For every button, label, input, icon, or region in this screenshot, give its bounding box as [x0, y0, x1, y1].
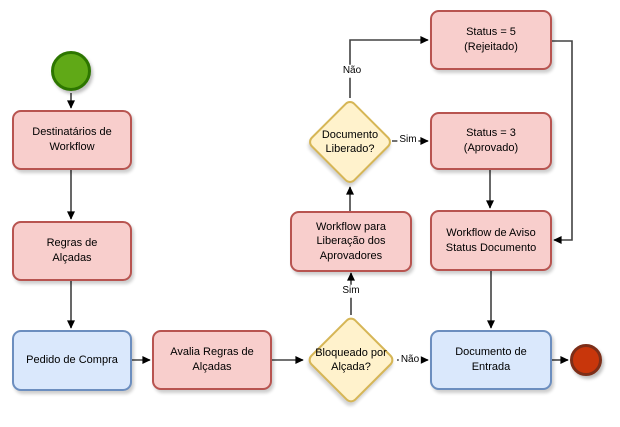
node-label: Workflow para Liberação dos Aprovadores — [315, 220, 387, 262]
edge-label-nao-bloqueado: Não — [398, 353, 422, 367]
task-regras-de-alcadas: Regras de Alçadas — [12, 221, 132, 281]
node-label: Documento Liberado? — [321, 128, 379, 155]
decision-documento-liberado: Documento Liberado? — [306, 98, 394, 186]
node-label: Avalia Regras de Alçadas — [170, 346, 254, 373]
end-event — [570, 344, 602, 376]
node-label: Pedido de Compra — [26, 354, 118, 367]
task-avalia-regras-de-alcadas: Avalia Regras de Alçadas — [152, 330, 272, 390]
edge-label-sim-bloqueado: Sim — [340, 284, 362, 298]
node-label: Status = 3 (Aprovado) — [463, 127, 519, 154]
node-label: Documento de Entrada — [455, 346, 527, 373]
decision-bloqueado-por-alcada: Bloqueado por Alçada? — [305, 314, 397, 406]
task-workflow-para-liberacao-aprovadores: Workflow para Liberação dos Aprovadores — [290, 211, 412, 272]
node-label: Destinatários de Workflow — [32, 126, 112, 153]
task-status-5-rejeitado: Status = 5 (Rejeitado) — [430, 10, 552, 70]
edge-label-nao-liberado: Não — [340, 64, 364, 78]
edge-documento-liberado-nao-to-status5 — [349, 36, 429, 98]
node-label: Status = 5 (Rejeitado) — [464, 26, 518, 53]
node-label: Regras de Alçadas — [46, 237, 98, 264]
node-label: Bloqueado por Alçada? — [315, 346, 387, 373]
data-pedido-de-compra: Pedido de Compra — [12, 330, 132, 391]
task-status-3-aprovado: Status = 3 (Aprovado) — [430, 112, 552, 170]
node-label: Workflow de Aviso Status Documento — [445, 226, 537, 254]
edge-status5-to-workflow-aviso — [552, 40, 573, 244]
task-destinatarios-de-workflow: Destinatários de Workflow — [12, 110, 132, 170]
edge-label-sim-liberado: Sim — [397, 133, 419, 147]
data-documento-de-entrada: Documento de Entrada — [430, 330, 552, 390]
start-event — [51, 51, 91, 91]
task-workflow-de-aviso-status-documento: Workflow de Aviso Status Documento — [430, 210, 552, 271]
